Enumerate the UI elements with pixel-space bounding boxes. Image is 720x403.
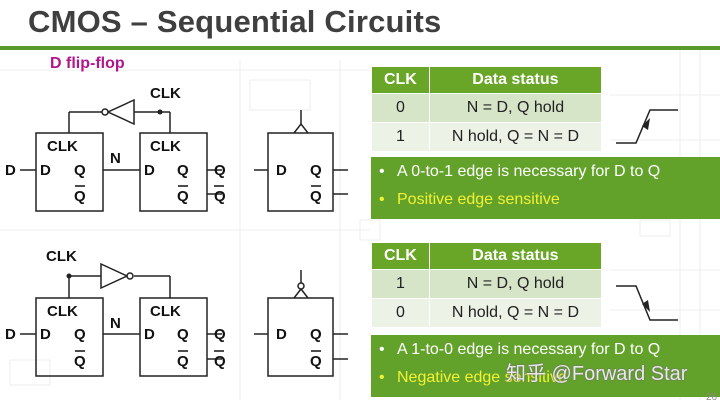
bottom-ff1-clk: CLK [47, 303, 78, 320]
bottom-symbol-d: D [276, 326, 287, 343]
bottom-table-header-status: Data status [428, 242, 603, 270]
list-item: •A 1-to-0 edge is necessary for D to Q [379, 341, 661, 358]
falling-edge-waveform [616, 285, 678, 321]
bottom-ff2-box [139, 297, 208, 377]
table-row: 0 N hold, Q = N = D [371, 298, 603, 328]
top-ff2-q: Q [177, 162, 189, 179]
list-item: •Positive edge sensitive [379, 191, 560, 208]
bottom-ff2-q: Q [177, 326, 189, 343]
top-ff2-d: D [144, 162, 155, 179]
top-clk-label: CLK [150, 85, 181, 102]
table-row: 1 N = D, Q hold [371, 269, 603, 299]
top-node-n: N [110, 150, 121, 167]
bottom-node-n: N [110, 315, 121, 332]
top-symbol-d: D [276, 162, 287, 179]
top-symbol-box [267, 132, 334, 212]
bottom-out-q: Q [214, 326, 226, 343]
bottom-ff1-d: D [40, 326, 51, 343]
top-ff1-q: Q [74, 162, 86, 179]
top-ff2-box [139, 132, 208, 212]
watermark: 知乎 @Forward Star [506, 363, 688, 385]
page-number: 26 [706, 392, 718, 403]
bottom-ff1-q: Q [74, 326, 86, 343]
top-ff2-clk: CLK [150, 138, 181, 155]
top-ff1-clk: CLK [47, 138, 78, 155]
top-ff1-d: D [40, 162, 51, 179]
bottom-symbol-qbar: Q [310, 353, 322, 370]
top-out-q: Q [214, 162, 226, 179]
top-symbol-qbar: Q [310, 188, 322, 205]
top-status-table: CLK Data status 0 N = D, Q hold 1 N hold… [371, 66, 603, 152]
bottom-table-header-clk: CLK [371, 242, 430, 270]
page-title: CMOS – Sequential Circuits [28, 4, 442, 39]
table-row: 1 N hold, Q = N = D [371, 122, 603, 152]
top-bullet-box: •A 0-to-1 edge is necessary for D to Q •… [371, 157, 720, 219]
bottom-status-table: CLK Data status 1 N = D, Q hold 0 N hold… [371, 242, 603, 328]
list-item: •Negative edge sensitive [379, 369, 567, 386]
section-subtitle: D flip-flop [50, 55, 125, 72]
bottom-out-qbar: Q [214, 353, 226, 370]
top-ff1-qbar: Q [74, 188, 86, 205]
bottom-symbol-q: Q [310, 326, 322, 343]
bottom-clk-label: CLK [46, 248, 77, 265]
bottom-input-d: D [5, 326, 16, 343]
bottom-ff1-qbar: Q [74, 353, 86, 370]
bottom-ff2-qbar: Q [177, 353, 189, 370]
top-symbol-q: Q [310, 162, 322, 179]
top-ff2-qbar: Q [177, 188, 189, 205]
bottom-ff2-d: D [144, 326, 155, 343]
title-underline [0, 46, 720, 50]
top-out-qbar: Q [214, 188, 226, 205]
bottom-bullet-box: •A 1-to-0 edge is necessary for D to Q •… [371, 335, 720, 397]
top-table-header-clk: CLK [371, 66, 430, 94]
bottom-symbol-box [267, 297, 334, 377]
table-row: 0 N = D, Q hold [371, 93, 603, 123]
bottom-ff2-clk: CLK [150, 303, 181, 320]
list-item: •A 0-to-1 edge is necessary for D to Q [379, 163, 661, 180]
top-input-d: D [5, 162, 16, 179]
